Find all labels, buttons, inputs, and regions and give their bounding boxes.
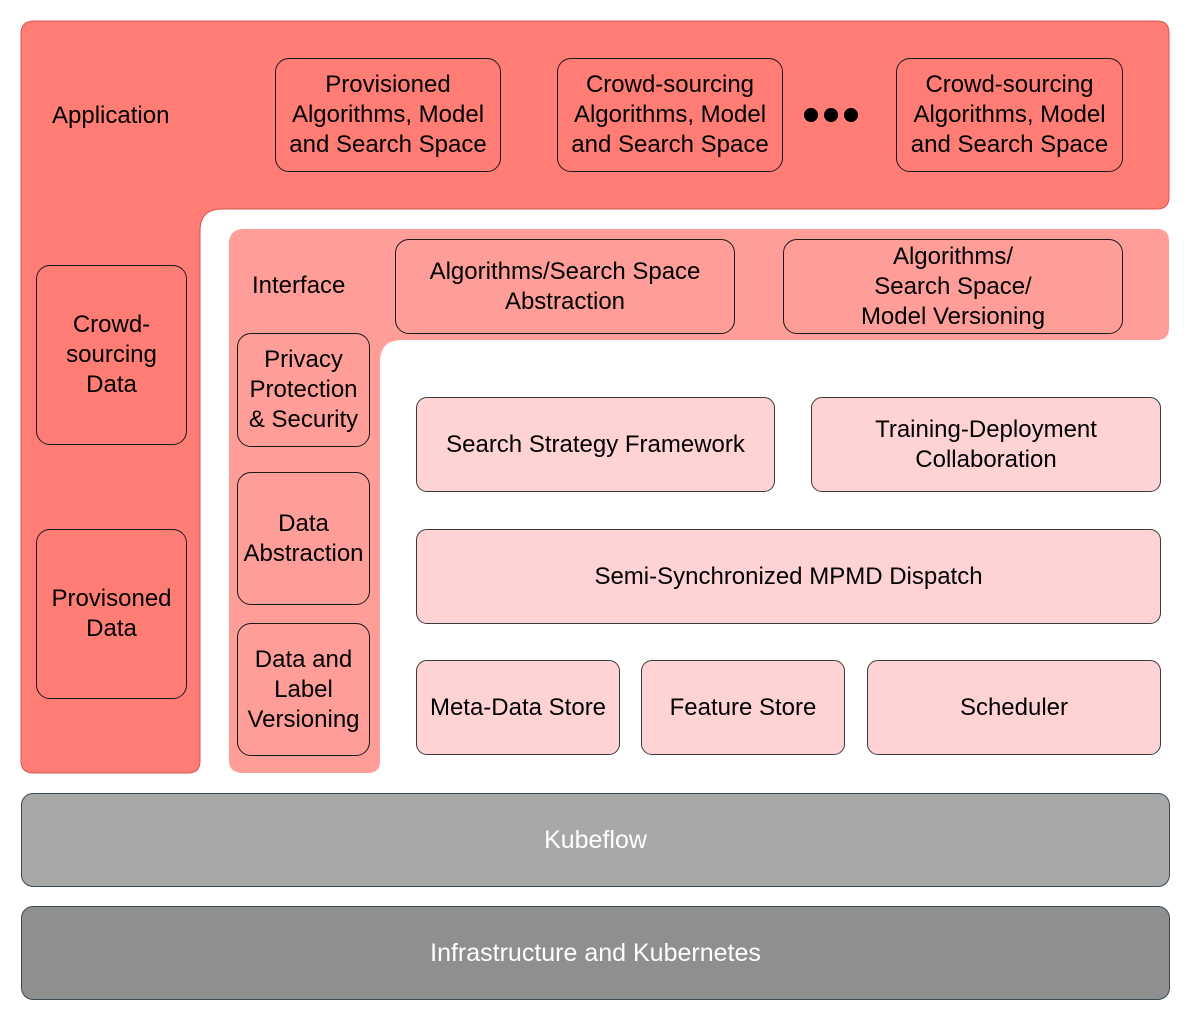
ellipsis-icon — [804, 105, 858, 125]
box-line: Algorithms, Model — [573, 101, 767, 128]
box-line: Crowd-sourcing — [925, 71, 1094, 98]
box-line: Model Versioning — [860, 302, 1046, 330]
box-line: Meta-Data Store — [429, 693, 607, 721]
scheduler-box: Scheduler — [867, 660, 1161, 755]
crowdsourcing-algorithms-box-1: Crowd-sourcing Algorithms, Model and Sea… — [557, 58, 783, 172]
box-line: Crowd-sourcing — [585, 71, 755, 98]
box-line: Search Space/ — [874, 272, 1032, 300]
box-line: Provisioned — [325, 71, 451, 98]
kubeflow-layer: Kubeflow — [21, 793, 1170, 887]
box-line: sourcing — [66, 341, 157, 368]
box-line: Provisoned — [51, 585, 172, 612]
box-line: Algorithms/ — [892, 242, 1014, 270]
dot — [844, 108, 858, 122]
box-line: Scheduler — [959, 693, 1069, 721]
box-line: Versioning — [247, 705, 360, 733]
box-line: Semi-Synchronized MPMD Dispatch — [594, 562, 983, 590]
box-line: and Search Space — [571, 131, 769, 158]
box-line: and Search Space — [289, 131, 487, 158]
box-line: Collaboration — [915, 445, 1057, 473]
box-line: Abstraction — [243, 539, 364, 567]
box-line: & Security — [248, 406, 359, 433]
box-line: Feature Store — [669, 693, 817, 721]
box-line: Training-Deployment — [875, 415, 1097, 443]
metadata-store-box: Meta-Data Store — [416, 660, 620, 755]
box-line: Data — [278, 509, 329, 537]
privacy-protection-box: Privacy Protection & Security — [237, 333, 370, 447]
feature-store-box: Feature Store — [641, 660, 845, 755]
box-line: Algorithms, Model — [291, 101, 485, 128]
box-line: Protection — [249, 376, 358, 403]
data-abstraction-box: Data Abstraction — [237, 472, 370, 605]
model-versioning-box: Algorithms/ Search Space/ Model Versioni… — [783, 239, 1123, 334]
box-line: Crowd- — [72, 311, 151, 338]
box-line: and Search Space — [910, 131, 1109, 158]
crowdsourcing-data-box: Crowd- sourcing Data — [36, 265, 187, 445]
box-line: Search Strategy Framework — [446, 430, 745, 458]
provisioned-data-box: Provisoned Data — [36, 529, 187, 699]
crowdsourcing-algorithms-box-2: Crowd-sourcing Algorithms, Model and Sea… — [896, 58, 1123, 172]
mpmd-dispatch-box: Semi-Synchronized MPMD Dispatch — [416, 529, 1161, 624]
box-line: Label — [274, 675, 333, 703]
algorithms-search-space-abstraction-box: Algorithms/Search Space Abstraction — [395, 239, 735, 334]
data-label-versioning-box: Data and Label Versioning — [237, 623, 370, 756]
box-line: Data and — [254, 645, 353, 673]
box-line: Algorithms, Model — [913, 101, 1106, 128]
infrastructure-layer: Infrastructure and Kubernetes — [21, 906, 1170, 1000]
box-line: Data — [86, 615, 137, 642]
infrastructure-label: Infrastructure and Kubernetes — [430, 938, 761, 967]
box-line: Algorithms/Search Space — [429, 257, 701, 285]
application-label: Application — [52, 102, 170, 129]
interface-label: Interface — [252, 272, 346, 299]
application-layer-shape — [20, 20, 1170, 774]
training-deployment-box: Training-Deployment Collaboration — [811, 397, 1161, 492]
dot — [824, 108, 838, 122]
kubeflow-label: Kubeflow — [544, 825, 647, 854]
box-line: Data — [86, 371, 137, 398]
box-line: Abstraction — [504, 287, 626, 315]
search-strategy-framework-box: Search Strategy Framework — [416, 397, 775, 492]
provisioned-algorithms-box: Provisioned Algorithms, Model and Search… — [275, 58, 501, 172]
box-line: Privacy — [264, 346, 343, 373]
dot — [804, 108, 818, 122]
